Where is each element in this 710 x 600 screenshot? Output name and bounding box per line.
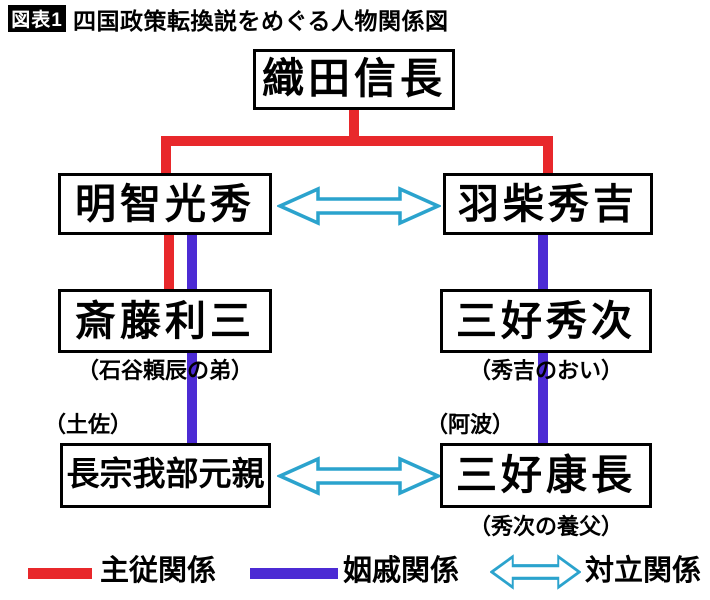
connector-akechi-saito-inlaw	[187, 234, 197, 290]
connector-hashiba-hidetsugu-inlaw	[538, 234, 548, 290]
diagram-title: 四国政策転換説をめぐる人物関係図	[73, 7, 449, 34]
node-chosokabe-motochika: 長宗我部元親	[60, 443, 271, 508]
conflict-arrow-chosokabe-yasunaga	[277, 456, 441, 496]
connector-saito-chosokabe-inlaw	[187, 352, 197, 444]
node-saito-toshimitsu: 斎藤利三	[58, 289, 272, 353]
connector-oda-stem	[349, 109, 359, 146]
node-miyoshi-hidetsugu: 三好秀次	[440, 289, 652, 353]
connector-oda-hashiba	[543, 136, 553, 174]
figure-number-badge: 図表1	[8, 5, 66, 32]
note-saito: （石谷頼辰の弟）	[76, 358, 253, 383]
connector-hidetsugu-yasunaga-inlaw	[538, 352, 548, 444]
conflict-arrow-akechi-hashiba	[277, 186, 441, 226]
node-hashiba-hideyoshi: 羽柴秀吉	[443, 173, 653, 235]
connector-oda-akechi	[161, 136, 171, 174]
region-label-awa: （阿波）	[426, 412, 515, 437]
node-oda-nobunaga: 織田信長	[253, 49, 455, 110]
connector-akechi-saito-master	[164, 234, 174, 290]
legend-in-law-line	[250, 568, 338, 579]
node-miyoshi-yasunaga: 三好康長	[440, 443, 652, 508]
legend-conflict-arrow-icon	[490, 554, 581, 590]
legend-master-servant-label: 主従関係	[100, 555, 217, 587]
region-label-tosa: （土佐）	[44, 412, 133, 437]
node-akechi-mitsuhide: 明智光秀	[58, 173, 272, 235]
note-hidetsugu: （秀吉のおい）	[468, 358, 623, 383]
legend-master-servant-line	[28, 568, 92, 579]
legend-in-law-label: 姻戚関係	[343, 555, 460, 587]
connector-oda-horizontal	[161, 136, 553, 146]
note-yasunaga: （秀次の養父）	[468, 514, 623, 539]
legend-conflict-label: 対立関係	[585, 555, 702, 587]
